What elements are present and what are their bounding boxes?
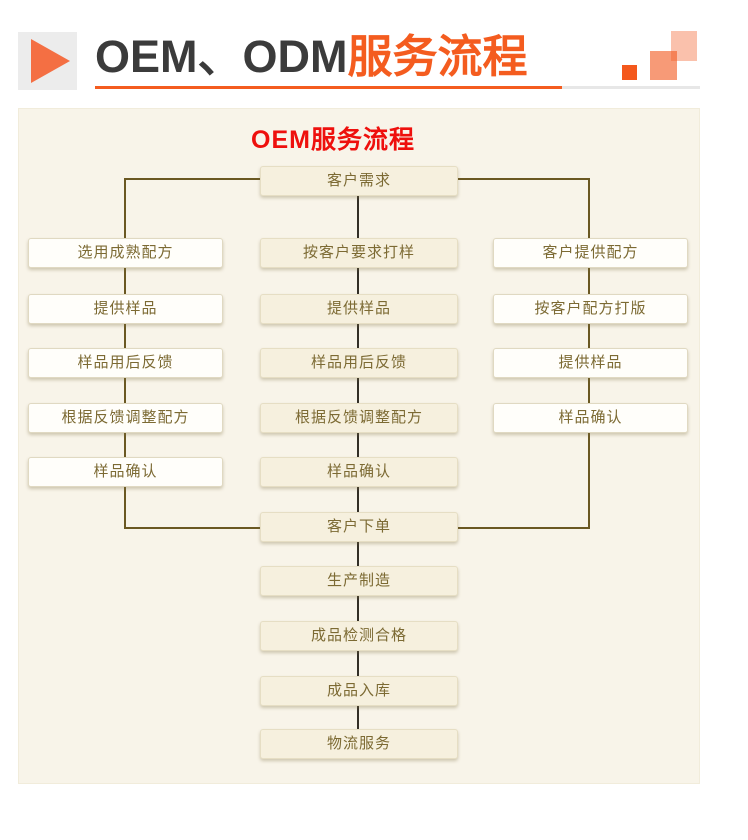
deco-square-medium	[650, 51, 677, 80]
node-left-sample-confirm: 样品确认	[28, 457, 223, 487]
title-underline-orange	[95, 86, 562, 89]
node-left-provide-sample: 提供样品	[28, 294, 223, 324]
node-warehousing: 成品入库	[260, 676, 458, 706]
node-right-customer-formula: 客户提供配方	[493, 238, 688, 268]
page-title: OEM、ODM服务流程	[95, 30, 615, 84]
node-right-make-by-formula: 按客户配方打版	[493, 294, 688, 324]
node-production: 生产制造	[260, 566, 458, 596]
node-customer-needs: 客户需求	[260, 166, 458, 196]
node-quality-inspection: 成品检测合格	[260, 621, 458, 651]
node-right-sample-confirm: 样品确认	[493, 403, 688, 433]
flowchart-panel: OEM服务流程 客户需求 选用成熟配方 提供样品 样品用后反馈 根据反馈调整配方…	[18, 108, 700, 784]
header-badge	[18, 32, 77, 90]
page-title-primary: OEM、ODM	[95, 31, 348, 82]
node-logistics: 物流服务	[260, 729, 458, 759]
node-mid-adjust-formula: 根据反馈调整配方	[260, 403, 458, 433]
node-customer-order: 客户下单	[260, 512, 458, 542]
node-mid-sample-confirm: 样品确认	[260, 457, 458, 487]
deco-square-light	[671, 31, 697, 61]
node-left-adjust-formula: 根据反馈调整配方	[28, 403, 223, 433]
node-mid-sample-feedback: 样品用后反馈	[260, 348, 458, 378]
page-title-accent: 服务流程	[347, 31, 528, 82]
deco-square-solid	[622, 65, 637, 80]
node-left-sample-feedback: 样品用后反馈	[28, 348, 223, 378]
node-mid-sample-by-request: 按客户要求打样	[260, 238, 458, 268]
play-icon	[31, 39, 70, 83]
node-right-provide-sample: 提供样品	[493, 348, 688, 378]
flowchart-title: OEM服务流程	[251, 126, 415, 154]
title-underline-gray	[562, 86, 700, 89]
node-mid-provide-sample: 提供样品	[260, 294, 458, 324]
node-left-select-formula: 选用成熟配方	[28, 238, 223, 268]
